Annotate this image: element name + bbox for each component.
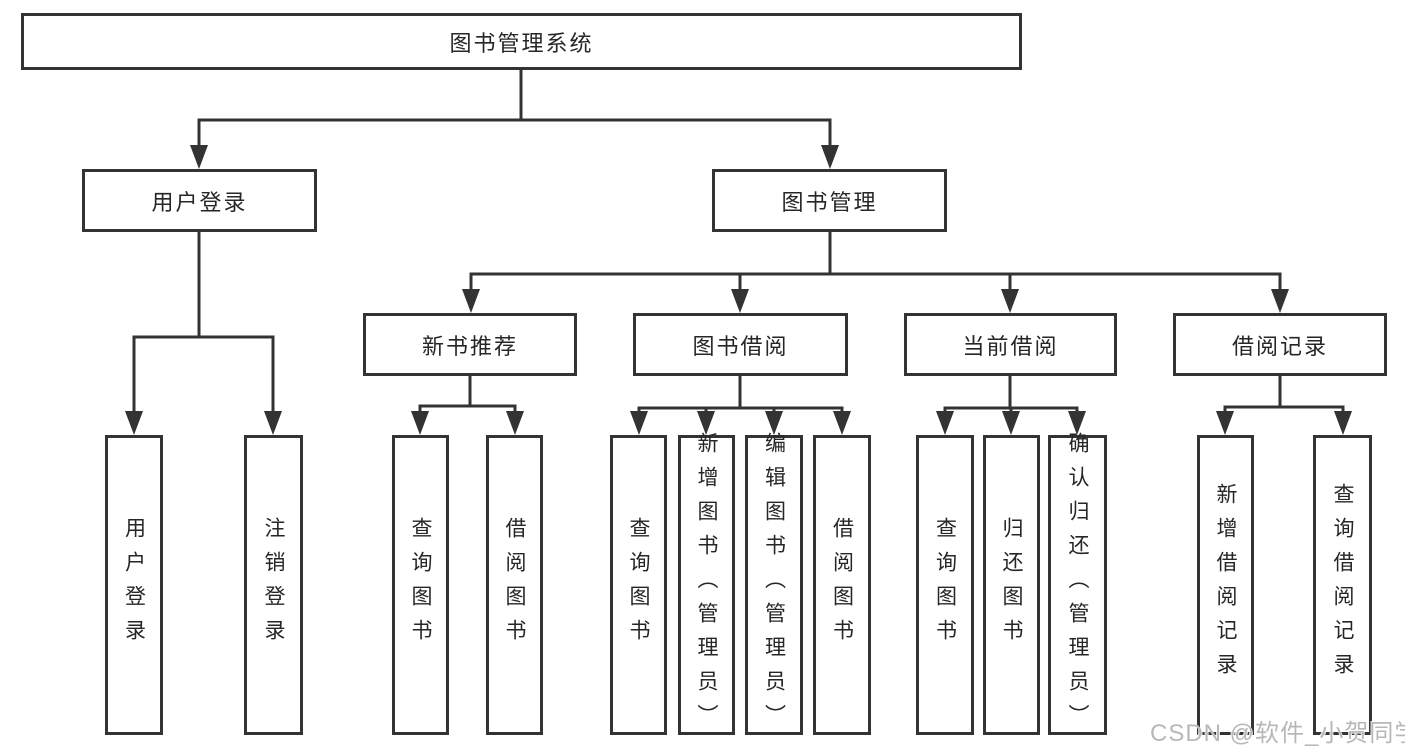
node-label: 图书管理	[781, 189, 878, 215]
watermark: CSDN @软件_小贺同学	[1150, 720, 1405, 747]
leaf-borrow-books-recommend: 借阅图书	[486, 435, 543, 735]
arrowhead-icon	[1271, 289, 1289, 313]
node-label: 新增图书（管理员）	[695, 432, 718, 738]
node-label: 查询借阅记录	[1331, 483, 1354, 687]
arrowhead-icon	[936, 411, 954, 435]
leaf-return-books: 归还图书	[983, 435, 1040, 735]
connector-records-rail	[1223, 405, 1345, 420]
node-book-management: 图书管理	[712, 169, 947, 232]
arrowhead-icon	[190, 145, 208, 169]
arrowhead-icon	[630, 411, 648, 435]
node-borrow-records: 借阅记录	[1173, 313, 1387, 376]
arrowhead-icon	[765, 411, 783, 435]
connector-level2-rail	[197, 118, 832, 152]
leaf-query-books-current: 查询图书	[916, 435, 974, 735]
node-label: 注销登录	[262, 517, 285, 653]
leaf-query-borrow-record: 查询借阅记录	[1313, 435, 1372, 735]
arrowhead-icon	[1068, 411, 1086, 435]
node-label: 借阅图书	[830, 517, 854, 653]
leaf-add-books-admin: 新增图书（管理员）	[678, 432, 735, 738]
node-book-borrow: 图书借阅	[633, 313, 848, 376]
arrowhead-icon	[1002, 411, 1020, 435]
node-label: 用户登录	[151, 189, 248, 215]
node-current-borrow: 当前借阅	[904, 313, 1117, 376]
node-label: 借阅图书	[503, 517, 526, 653]
node-label: 查询图书	[409, 517, 432, 653]
arrowhead-icon	[462, 289, 480, 313]
node-label: 查询图书	[627, 517, 650, 653]
leaf-confirm-return-admin: 确认归还（管理员）	[1048, 432, 1107, 738]
arrowhead-icon	[264, 411, 282, 435]
arrowhead-icon	[697, 411, 715, 435]
connector-user-login-rail	[132, 335, 275, 420]
node-label: 借阅记录	[1231, 333, 1328, 359]
leaf-edit-books-admin: 编辑图书（管理员）	[745, 432, 803, 738]
node-label: 用户登录	[122, 517, 146, 653]
arrowhead-icon	[821, 145, 839, 169]
leaf-logout: 注销登录	[244, 435, 303, 735]
arrowhead-icon	[1334, 411, 1352, 435]
node-label: 图书借阅	[692, 333, 789, 359]
arrowhead-icon	[125, 411, 143, 435]
connector-borrow-rail	[637, 406, 844, 420]
node-label: 新增借阅记录	[1214, 483, 1237, 687]
arrowhead-icon	[1216, 411, 1234, 435]
connector-recommend-rail	[418, 404, 517, 420]
arrowhead-icon	[731, 289, 749, 313]
leaf-borrow-books-borrow: 借阅图书	[813, 435, 871, 735]
node-label: 确认归还（管理员）	[1066, 432, 1089, 738]
node-new-book-recommend: 新书推荐	[363, 313, 577, 376]
arrowhead-icon	[833, 411, 851, 435]
arrowheads	[125, 145, 1352, 435]
node-root: 图书管理系统	[21, 13, 1022, 70]
node-label: 当前借阅	[962, 333, 1059, 359]
leaf-user-login: 用户登录	[105, 435, 163, 735]
leaf-query-books-borrow: 查询图书	[610, 435, 667, 735]
leaf-query-books-recommend: 查询图书	[392, 435, 449, 735]
node-label: 归还图书	[1000, 517, 1023, 653]
arrowhead-icon	[1001, 289, 1019, 313]
node-user-login: 用户登录	[82, 169, 317, 232]
arrowhead-icon	[411, 411, 429, 435]
node-label: 新书推荐	[421, 333, 518, 359]
arrowhead-icon	[506, 411, 524, 435]
leaf-add-borrow-record: 新增借阅记录	[1197, 435, 1254, 735]
node-label: 图书管理系统	[449, 30, 594, 56]
node-label: 查询图书	[933, 517, 957, 653]
node-label: 编辑图书（管理员）	[762, 432, 786, 738]
connector-level3-rail	[469, 272, 1282, 296]
